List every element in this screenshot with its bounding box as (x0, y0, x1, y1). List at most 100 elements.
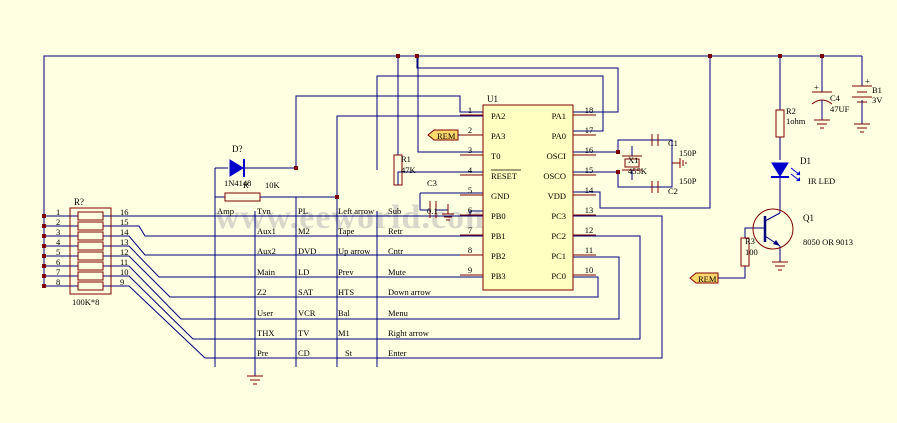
resistor-r2: R2 1ohm (775, 106, 806, 138)
b1-ref: B1 (872, 85, 882, 95)
x1-ref: X1 (628, 155, 638, 165)
key-label: THX (257, 328, 274, 338)
rpack-value: 100K*8 (72, 297, 99, 307)
ic-pin-num: 4 (468, 165, 473, 175)
c3-value: 0.1 (427, 206, 438, 216)
ic-pin-name: PC1 (551, 251, 566, 261)
c2-ref: C2 (668, 186, 678, 196)
rpack-pin: 10 (120, 267, 129, 277)
rpack-ref: R? (74, 197, 84, 207)
netflag-label: REM (437, 131, 456, 141)
key-label: User (257, 308, 273, 318)
key-label: TV (298, 328, 310, 338)
q1-ref: Q1 (803, 213, 814, 223)
ic-pin-name: PA0 (552, 131, 566, 141)
ic-pin-name: PC3 (551, 211, 566, 221)
battery-b1: + B1 3V (852, 76, 883, 133)
key-label: Down arrow (388, 287, 432, 297)
ic-pin-num: 11 (585, 245, 593, 255)
c3-ref: C3 (427, 178, 437, 188)
key-label: Pre (257, 348, 269, 358)
key-label: Cntr (388, 246, 403, 256)
q1-value: 8050 OR 9013 (803, 237, 853, 247)
rpack-pin: 12 (120, 247, 129, 257)
ic-u1: U1 1 2 3 4 5 6 7 8 9 PA2 PA3 T0 RESET GN (460, 94, 596, 291)
key-label: VCR (298, 308, 316, 318)
key-label: Tvn (257, 206, 271, 216)
key-label: Right arrow (388, 328, 430, 338)
resistor-r1: R1 47K (393, 154, 417, 186)
ic-pin-name: OSCO (543, 171, 566, 181)
junction-dots (42, 54, 824, 288)
rpack-pin: 1 (56, 207, 60, 217)
capacitor-c1: C1 150P (651, 134, 697, 158)
res-top-ref: R (243, 180, 249, 190)
key-label: St (345, 348, 353, 358)
key-label: M2 (298, 226, 310, 236)
ic-pin-name: PA3 (491, 131, 505, 141)
c4-ref: C4 (830, 93, 841, 103)
ic-left-pins: 1 2 3 4 5 6 7 8 9 PA2 PA3 T0 RESET GND P… (460, 105, 521, 281)
key-label: Z2 (257, 287, 266, 297)
ic-pin-name: PB1 (491, 231, 506, 241)
wires (43, 55, 863, 376)
key-label: Amp (217, 206, 234, 216)
rpack-pin: 7 (56, 267, 60, 277)
r1-value: 47K (401, 165, 417, 175)
rpack-pin: 11 (120, 257, 128, 267)
b1-value: 3V (872, 95, 883, 105)
diode-value: 1N4148 (224, 178, 251, 188)
ic-pin-num: 6 (468, 205, 472, 215)
netflag-label: REM (698, 274, 717, 284)
r2-value: 1ohm (786, 116, 806, 126)
ic-pin-num: 15 (585, 165, 594, 175)
key-label: Retr (388, 226, 403, 236)
key-label: Left arrow (338, 206, 375, 216)
r3-value: 100 (745, 247, 758, 257)
capacitor-c3: C3 0.1 (420, 178, 454, 221)
resistor-pack: R? 1 2 3 4 5 6 7 8 16 15 14 13 12 11 10 … (56, 197, 129, 307)
d1-ref: D1 (800, 156, 811, 166)
key-label: M1 (338, 328, 350, 338)
rpack-pin: 6 (56, 257, 60, 267)
ic-pin-num: 14 (585, 185, 594, 195)
ic-pin-num: 18 (585, 105, 594, 115)
r1-ref: R1 (401, 154, 411, 164)
ic-pin-num: 8 (468, 245, 472, 255)
r2-ref: R2 (786, 106, 796, 116)
ic-pin-name: VDD (548, 191, 566, 201)
key-label: Aux1 (257, 226, 276, 236)
key-label: SAT (298, 287, 314, 297)
c4-value: 47UF (830, 104, 850, 114)
key-label: Aux2 (257, 246, 276, 256)
key-label: PL (298, 206, 308, 216)
capacitor-c2: C2 150P (651, 176, 697, 196)
key-label: HTS (338, 287, 354, 297)
ic-pin-num: 2 (468, 125, 472, 135)
rpack-pin: 2 (56, 217, 60, 227)
ic-pin-name: PA2 (491, 111, 505, 121)
diode-ref: D? (232, 144, 243, 154)
key-label: Prev (338, 267, 354, 277)
ic-right-pins: 18 17 16 15 14 13 12 11 10 PA1 PA0 OSCI … (543, 105, 596, 281)
key-matrix-labels: Amp Tvn PL Left arrow Sub Aux1 M2 Tape R… (217, 206, 432, 358)
ic-pin-num: 1 (468, 105, 472, 115)
rpack-pin: 15 (120, 217, 129, 227)
ic-pin-name: T0 (491, 151, 500, 161)
c1-value: 150P (679, 148, 697, 158)
d1-value: IR LED (808, 176, 835, 186)
ic-pin-name: PB3 (491, 271, 506, 281)
rpack-pin: 5 (56, 247, 60, 257)
ic-pin-name: PB0 (491, 211, 506, 221)
crystal-x1: X1 455K (622, 146, 648, 180)
key-label: Bal (338, 308, 350, 318)
ic-pin-name: PA1 (552, 111, 566, 121)
c4-plus: + (814, 82, 819, 92)
ic-pin-num: 13 (585, 205, 594, 215)
ic-pin-name: OSCI (547, 151, 567, 161)
rpack-pin: 16 (120, 207, 129, 217)
ic-pin-num: 17 (585, 125, 594, 135)
rpack-pin: 9 (120, 277, 124, 287)
ic-pin-num: 10 (585, 265, 594, 275)
b1-plus: + (865, 76, 870, 86)
